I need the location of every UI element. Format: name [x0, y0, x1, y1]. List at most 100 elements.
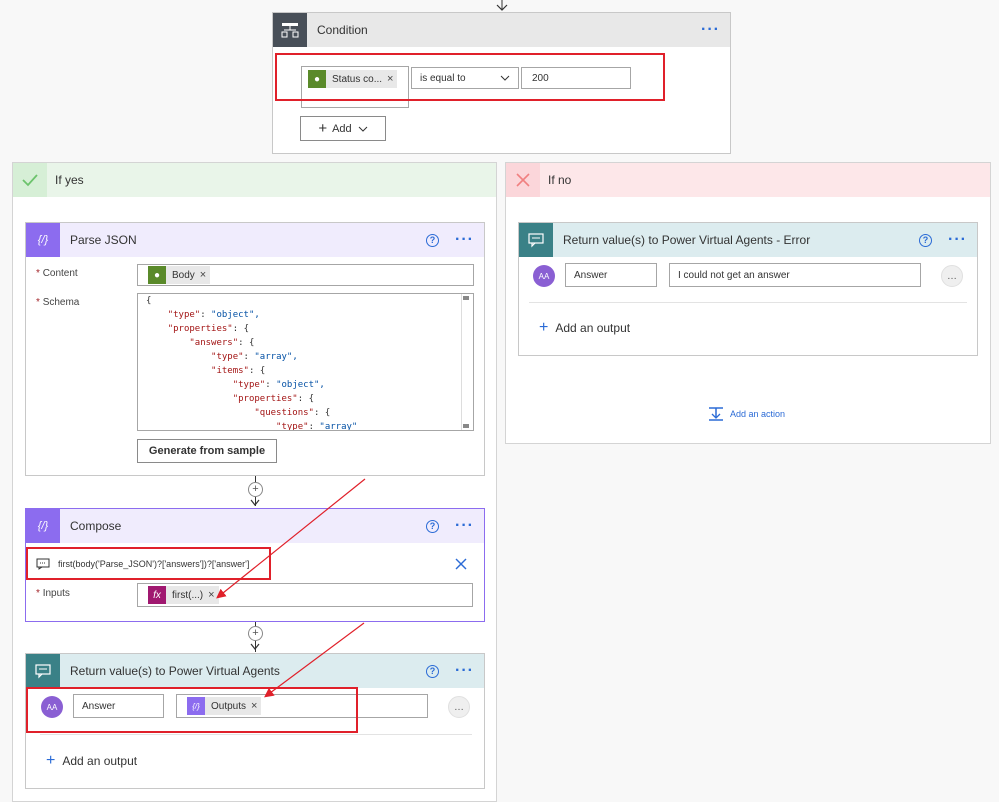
insert-step-icon[interactable]: +	[248, 482, 263, 497]
help-icon[interactable]: ?	[426, 519, 440, 533]
compose-header[interactable]: {/} Compose ? ···	[26, 509, 484, 543]
divider	[529, 302, 967, 303]
parse-json-icon: {/}	[26, 223, 60, 257]
return-values-header[interactable]: Return value(s) to Power Virtual Agents …	[26, 654, 484, 688]
plus-icon: +	[539, 319, 549, 336]
if-yes-header[interactable]: If yes	[13, 163, 496, 197]
condition-card: Condition ··· ● Status co... × is equal …	[272, 12, 731, 154]
http-token-icon: ●	[308, 70, 326, 88]
add-action-icon	[709, 407, 723, 421]
help-icon[interactable]: ?	[426, 664, 440, 678]
insert-step-icon[interactable]: +	[248, 626, 263, 641]
close-icon[interactable]	[454, 557, 468, 571]
output-more-button[interactable]: …	[941, 265, 963, 287]
schema-line: {	[146, 296, 152, 306]
operator-select[interactable]: is equal to	[411, 67, 519, 89]
help-icon[interactable]: ?	[919, 233, 933, 247]
output-type-icon: AA	[41, 696, 63, 718]
compose-card: {/} Compose ? ··· first(body('Parse_JSON…	[25, 508, 485, 622]
output-type-icon: AA	[533, 265, 555, 287]
schema-scrollbar[interactable]	[461, 294, 469, 430]
content-label: * Content	[36, 268, 78, 279]
condition-left-operand[interactable]: ● Status co... ×	[301, 66, 409, 108]
schema-line: "type": "object",	[232, 380, 325, 390]
output-more-button[interactable]: …	[448, 696, 470, 718]
remove-token-icon[interactable]: ×	[199, 269, 207, 281]
compose-token-icon: {/}	[187, 697, 205, 715]
remove-token-icon[interactable]: ×	[208, 589, 215, 601]
flow-arrow-top	[496, 0, 508, 11]
expression-token[interactable]: fx first(...) ×	[148, 586, 219, 604]
check-icon	[13, 163, 47, 197]
more-options-icon[interactable]: ···	[948, 231, 967, 248]
condition-title: Condition	[317, 23, 368, 37]
schema-line: "type": "object",	[167, 310, 260, 320]
return-values-error-title: Return value(s) to Power Virtual Agents …	[563, 233, 811, 247]
plus-icon: +	[318, 120, 328, 137]
parse-json-card: {/} Parse JSON ? ··· * Content ● Body × …	[25, 222, 485, 476]
schema-line: "items": {	[211, 366, 266, 376]
condition-value-input[interactable]: 200	[521, 67, 631, 89]
highlight-condition	[275, 53, 665, 101]
output-name-field[interactable]: Answer	[565, 263, 657, 287]
parse-json-title: Parse JSON	[70, 233, 137, 247]
status-code-token[interactable]: ● Status co... ×	[308, 70, 398, 88]
if-yes-label: If yes	[55, 173, 84, 187]
expression-text: first(body('Parse_JSON')?['answers'])?['…	[58, 559, 250, 569]
chevron-down-icon	[358, 126, 368, 132]
schema-label: * Schema	[36, 297, 80, 308]
schema-line: "type": "array"	[276, 422, 358, 431]
condition-icon	[273, 13, 307, 47]
remove-token-icon[interactable]: ×	[251, 700, 258, 712]
pva-icon	[519, 223, 553, 257]
body-token[interactable]: ● Body ×	[148, 266, 211, 284]
parse-json-header[interactable]: {/} Parse JSON ? ···	[26, 223, 484, 257]
comment-icon	[36, 558, 50, 570]
add-output-button[interactable]: + Add an output	[539, 319, 631, 336]
output-value-field[interactable]: I could not get an answer	[669, 263, 921, 287]
return-values-error-header[interactable]: Return value(s) to Power Virtual Agents …	[519, 223, 977, 257]
return-values-card: Return value(s) to Power Virtual Agents …	[25, 653, 485, 789]
schema-line: "questions": {	[254, 408, 331, 418]
outputs-token[interactable]: {/} Outputs ×	[187, 697, 262, 715]
schema-code: { "type": "object", "properties": { "ans…	[146, 294, 358, 431]
generate-from-sample-button[interactable]: Generate from sample	[137, 439, 277, 463]
remove-token-icon[interactable]: ×	[387, 73, 394, 85]
arrow-down-icon	[250, 499, 260, 506]
inputs-label: * Inputs	[36, 588, 70, 599]
schema-line: "answers": {	[189, 338, 255, 348]
function-icon: fx	[148, 586, 166, 604]
plus-icon: +	[46, 752, 56, 769]
help-icon[interactable]: ?	[426, 233, 440, 247]
arrow-down-icon	[250, 643, 260, 650]
highlight-expression	[26, 547, 271, 580]
schema-editor[interactable]: { "type": "object", "properties": { "ans…	[137, 293, 474, 431]
more-options-icon[interactable]: ···	[455, 231, 474, 248]
http-token-icon: ●	[148, 266, 166, 284]
more-options-icon[interactable]: ···	[455, 662, 474, 679]
inputs-field[interactable]: fx first(...) ×	[137, 583, 473, 607]
condition-header[interactable]: Condition ···	[273, 13, 730, 47]
content-input[interactable]: ● Body ×	[137, 264, 474, 286]
add-output-button[interactable]: + Add an output	[46, 752, 138, 769]
compose-icon: {/}	[26, 509, 60, 543]
return-values-title: Return value(s) to Power Virtual Agents	[70, 664, 280, 678]
more-options-icon[interactable]: ···	[455, 517, 474, 534]
return-values-error-card: Return value(s) to Power Virtual Agents …	[518, 222, 978, 356]
add-an-action-button[interactable]: Add an action	[708, 406, 785, 422]
if-no-header[interactable]: If no	[506, 163, 990, 197]
pva-icon	[26, 654, 60, 688]
compose-title: Compose	[70, 519, 122, 533]
chevron-down-icon	[500, 75, 510, 81]
add-button[interactable]: + Add	[300, 116, 386, 141]
output-name-field[interactable]: Answer	[73, 694, 164, 718]
schema-line: "properties": {	[167, 324, 249, 334]
divider	[40, 734, 472, 735]
close-icon	[506, 163, 540, 197]
schema-line: "properties": {	[232, 394, 314, 404]
schema-line: "type": "array",	[211, 352, 298, 362]
highlight-output	[26, 687, 358, 733]
more-options-icon[interactable]: ···	[701, 21, 720, 38]
expression-tooltip: first(body('Parse_JSON')?['answers'])?['…	[28, 551, 468, 577]
if-no-label: If no	[548, 173, 572, 187]
